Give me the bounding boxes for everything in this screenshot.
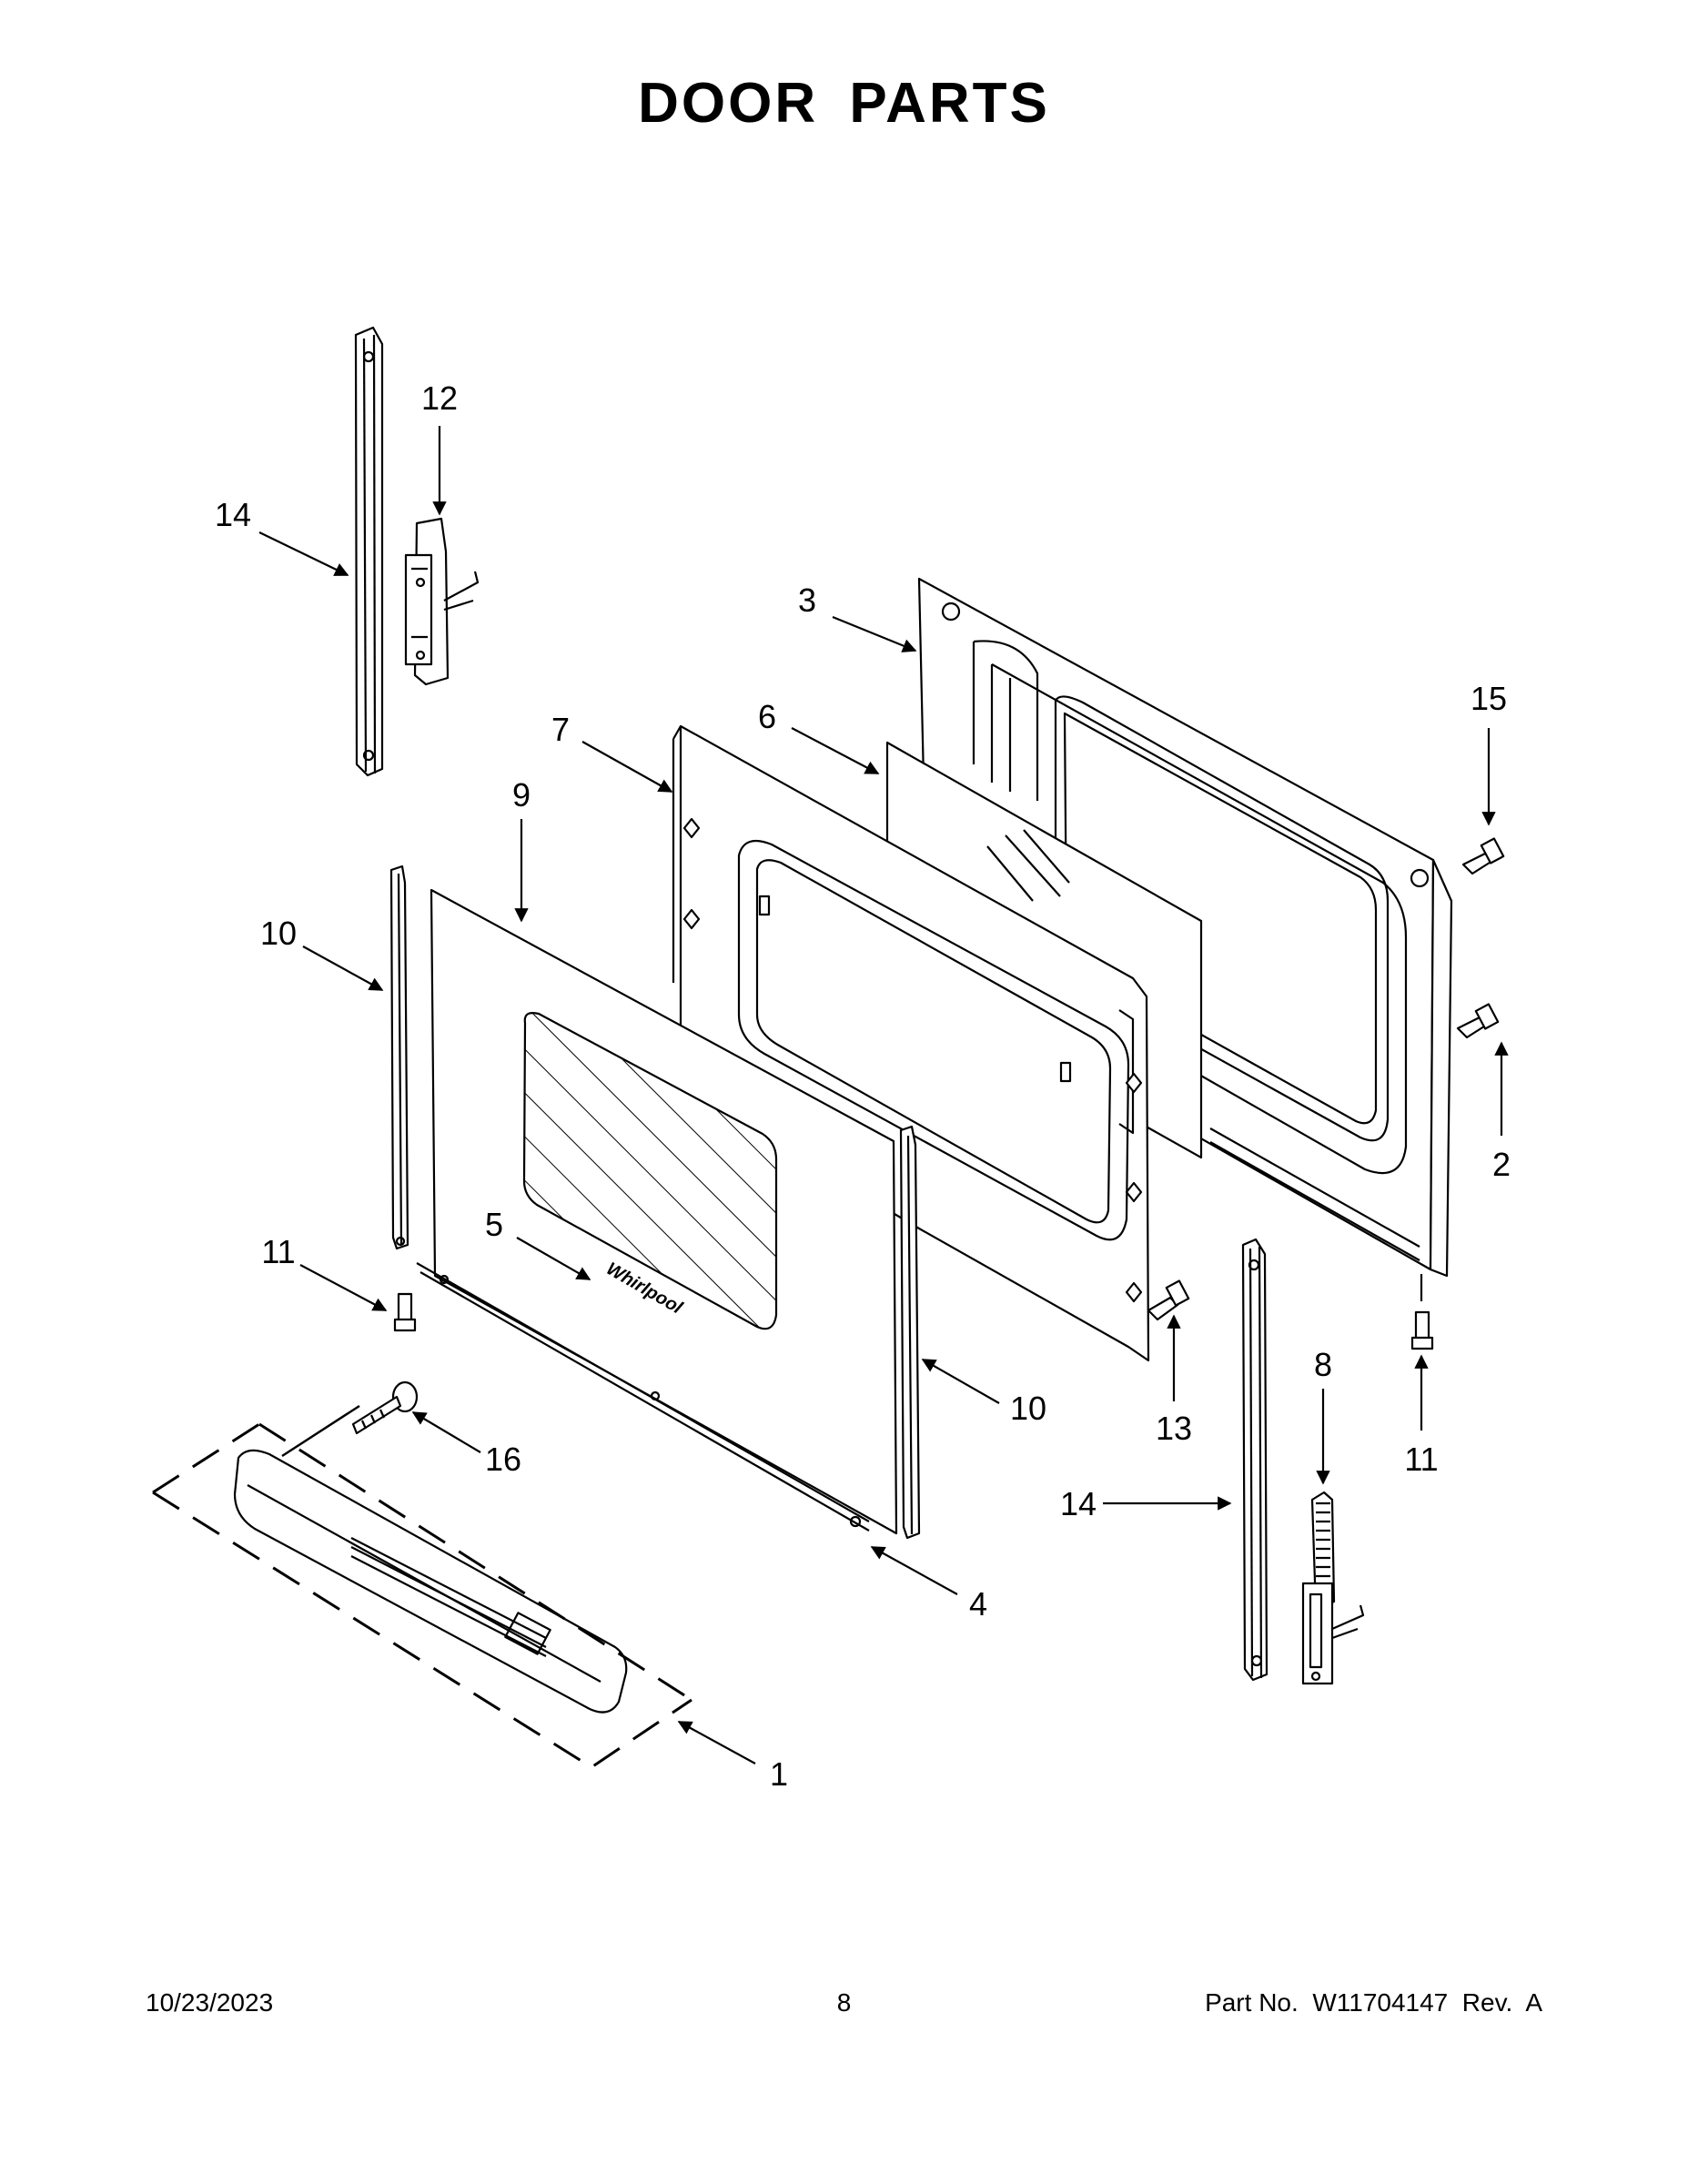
callout-10-left: 10 [260, 915, 297, 952]
screw-11-right [1410, 1310, 1434, 1350]
callout-8: 8 [1314, 1346, 1332, 1383]
callout-4: 4 [969, 1585, 987, 1623]
callout-5: 5 [485, 1206, 503, 1243]
page-title: DOOR PARTS [638, 72, 1050, 135]
callout-7: 7 [551, 711, 570, 748]
footer-page-number: 8 [836, 1988, 852, 2017]
callout-11-right: 11 [1404, 1441, 1438, 1478]
screw-15 [1461, 837, 1505, 875]
side-trim-left [389, 864, 409, 1250]
screw-13 [1147, 1279, 1190, 1321]
screw-16 [351, 1380, 419, 1435]
callout-14-upper: 14 [215, 496, 251, 533]
callout-9: 9 [512, 776, 531, 814]
callout-2: 2 [1492, 1146, 1511, 1183]
outer-door-panel [430, 888, 898, 1535]
callout-3: 3 [798, 581, 816, 619]
callout-16: 16 [485, 1441, 521, 1478]
footer-date: 10/23/2023 [146, 1988, 274, 2017]
footer-part-number: Part No. W11704147 Rev. A [1205, 1988, 1542, 2017]
callout-10-right: 10 [1010, 1390, 1046, 1427]
bottom-trim [416, 1262, 870, 1532]
side-trim-right [899, 1125, 921, 1540]
callout-11-left: 11 [261, 1233, 295, 1270]
screw-11-left [393, 1292, 417, 1332]
hinge-upper [404, 517, 480, 686]
callout-15: 15 [1471, 680, 1507, 717]
callout-6: 6 [758, 698, 776, 735]
callout-14-lower: 14 [1060, 1485, 1097, 1522]
control-panel-handle [233, 1449, 628, 1714]
callout-labels: 12 14 3 15 7 6 9 10 2 5 11 10 13 8 11 16… [215, 379, 1511, 1793]
callout-13: 13 [1156, 1410, 1192, 1447]
callout-1: 1 [770, 1755, 788, 1793]
hinge-lower [1301, 1491, 1365, 1685]
hinge-channel-lower [1241, 1238, 1269, 1682]
hinge-channel-upper [354, 326, 384, 777]
leader-lines [258, 426, 1509, 1764]
screw-2 [1456, 1003, 1500, 1039]
dashed-assembly-outline [152, 1404, 692, 1769]
callout-12: 12 [421, 379, 458, 417]
